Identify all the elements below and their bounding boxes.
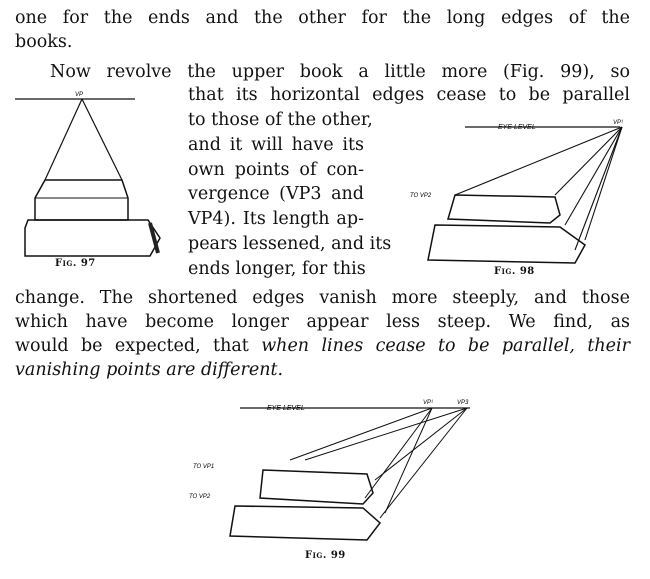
text: would be expected, that (15, 336, 262, 356)
text-line: one for the ends and the other for the l… (15, 8, 630, 28)
figure-98-caption: Fig. 98 (494, 266, 535, 277)
to-vp2-label: TO VP2 (189, 494, 211, 500)
text-line: vanishing points are different. (15, 360, 284, 380)
text-line: books. (15, 32, 73, 52)
to-vp-label: TO VP2 (410, 193, 432, 199)
text-line: vergence (VP3 and (188, 184, 364, 204)
text-line: VP4). Its length ap- (188, 209, 364, 229)
eye-level-label: EYE LEVEL (267, 405, 305, 412)
vp-label: VP¹ (423, 400, 433, 406)
figure-99-drawing: EYE LEVEL VP¹ VP3 TO VP1 TO VP2 (189, 400, 470, 541)
text-line: own points of con- (188, 160, 364, 180)
text-line: pears lessened, and its (188, 234, 392, 254)
text-line: which have become longer appear less ste… (15, 312, 630, 332)
italic-text: when lines cease to be parallel, their (261, 336, 630, 356)
text-line: change. The shortened edges vanish more … (15, 288, 630, 308)
figure-97-drawing: VP (15, 92, 161, 257)
vp-label: VP¹ (613, 120, 623, 126)
text-line: that its horizontal edges cease to be pa… (188, 85, 630, 105)
text-line: to those of the other, (188, 110, 373, 130)
text-line: ends longer, for this (188, 259, 366, 279)
eye-level-label: EYE LEVEL (498, 124, 536, 131)
vp3-label: VP3 (457, 400, 469, 406)
text-line: and it will have its (188, 135, 364, 155)
vp-label: VP (75, 92, 83, 98)
text-line: Now revolve the upper book a little more… (50, 62, 630, 82)
figure-99-caption: Fig. 99 (305, 550, 346, 561)
to-vp1-label: TO VP1 (193, 464, 214, 470)
figure-98-drawing: EYE LEVEL VP¹ TO VP2 (410, 120, 623, 264)
text-line: would be expected, that when lines cease… (15, 335, 630, 357)
figure-97-caption: Fig. 97 (55, 258, 96, 269)
